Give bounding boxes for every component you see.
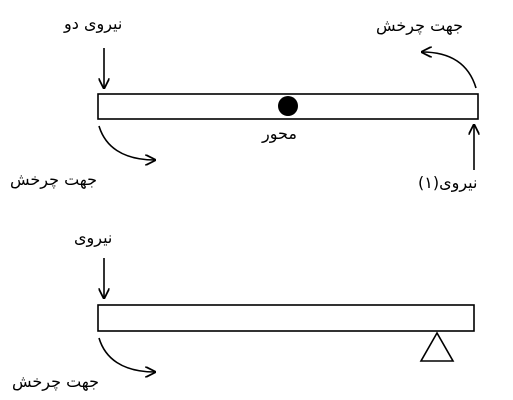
force-one-label: نیروی(۱) — [418, 173, 478, 192]
rotation-top-right-arrow — [422, 52, 477, 89]
bottom-rotation-arrow — [98, 337, 155, 372]
bottom-beam — [97, 304, 475, 332]
pivot-label: محور — [262, 124, 297, 143]
force-two-label: نیروی دو — [64, 14, 123, 33]
fulcrum-triangle — [419, 331, 455, 362]
rotation-bottom-left-arrow — [98, 125, 155, 160]
pivot-dot — [278, 96, 298, 116]
bottom-rotation-label: جهت چرخش — [12, 372, 100, 391]
bottom-force-label: نیروی — [74, 228, 113, 247]
rotation-top-right-label: جهت چرخش — [376, 16, 464, 35]
rotation-bottom-left-label: جهت چرخش — [10, 170, 98, 189]
